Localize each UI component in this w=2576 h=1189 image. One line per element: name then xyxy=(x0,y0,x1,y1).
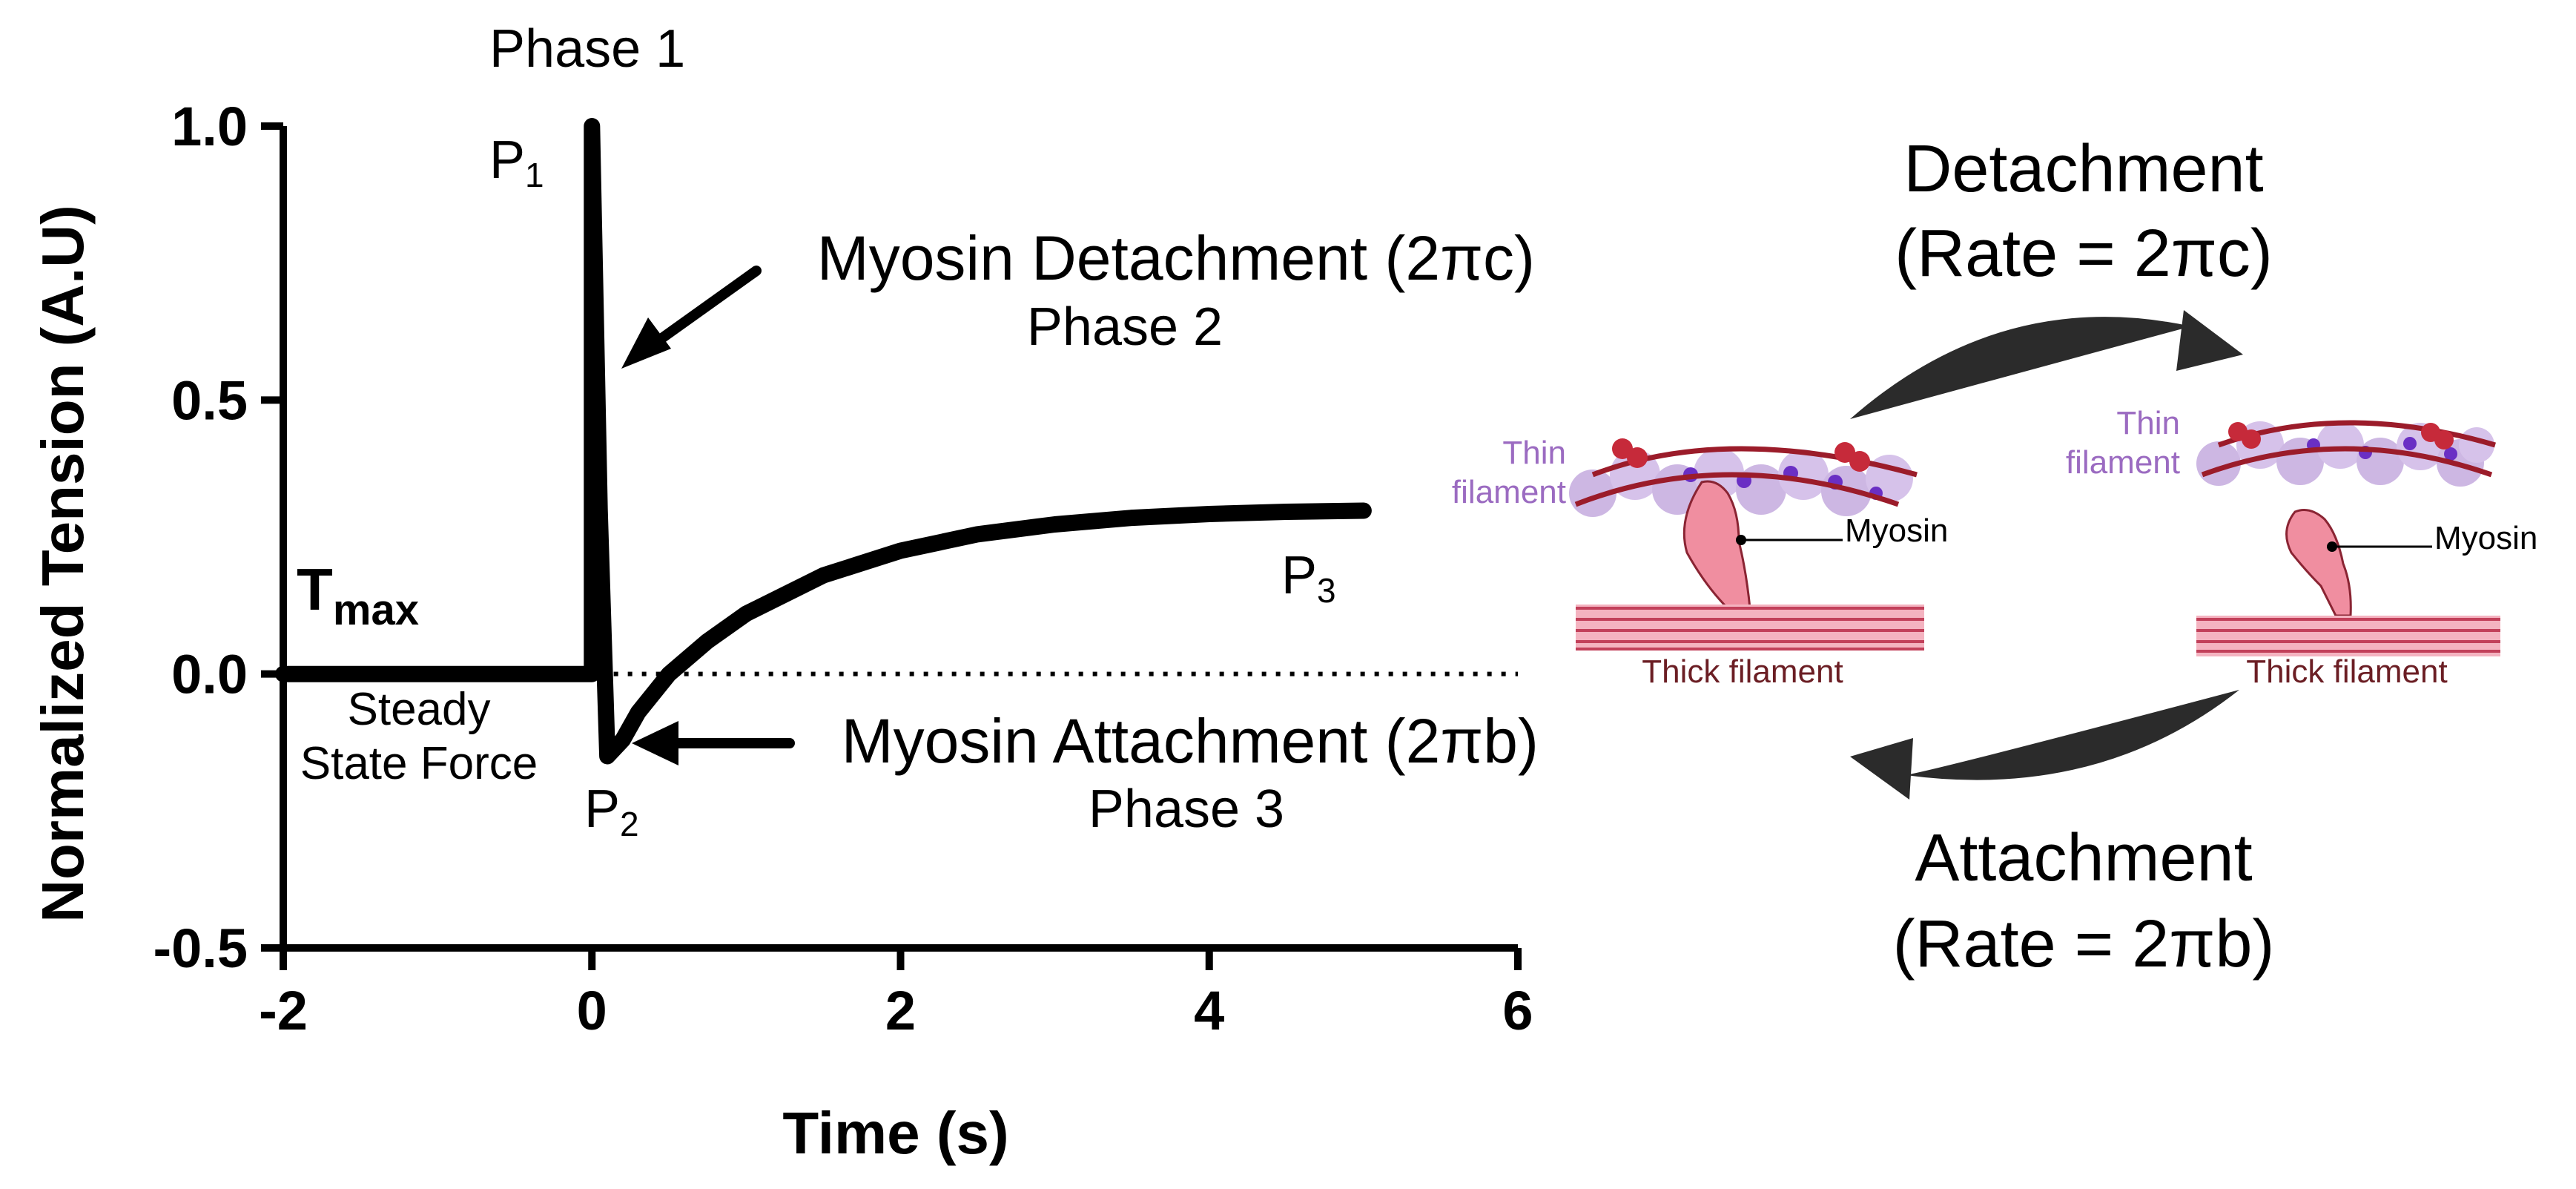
p3-label: P3 xyxy=(1281,546,1336,610)
attached-state-illustration: Thin filament Myosin Thick filament xyxy=(1452,435,1948,690)
attachment-annotation: Myosin Attachment (2πb) xyxy=(842,706,1539,776)
thick-label-left: Thick filament xyxy=(1642,653,1843,690)
y-tick-label: 1.0 xyxy=(171,96,248,157)
myosin-label-right: Myosin xyxy=(2434,520,2537,556)
tmax-label: Tmax xyxy=(297,556,419,634)
steady-state-line2: State Force xyxy=(300,738,538,789)
detachment-rate: (Rate = 2πc) xyxy=(1895,217,2273,291)
detachment-cycle-arrow xyxy=(1850,310,2243,419)
y-tick-label: -0.5 xyxy=(153,918,248,979)
thin-label-right-1: Thin xyxy=(2116,405,2180,441)
x-axis-ticks: -2 0 2 4 6 xyxy=(259,948,1533,1041)
thin-filament-right xyxy=(2196,420,2496,487)
phase3-label: Phase 3 xyxy=(1089,780,1284,839)
myosin-label-left: Myosin xyxy=(1845,513,1948,549)
detached-state-illustration: Thin filament Myosin Thick filament xyxy=(2066,405,2537,690)
thick-filament-left xyxy=(1576,605,1924,651)
myosin-head-detached xyxy=(2285,509,2352,617)
x-axis-label: Time (s) xyxy=(782,1100,1008,1166)
y-axis-ticks: 1.0 0.5 0.0 -0.5 xyxy=(153,96,283,979)
tension-chart: 1.0 0.5 0.0 -0.5 -2 0 2 4 6 Normalized Tension … xyxy=(30,19,1539,1166)
x-tick-label: -2 xyxy=(259,980,308,1041)
y-tick-label: 0.5 xyxy=(171,369,248,431)
x-tick-label: 2 xyxy=(885,980,916,1041)
p1-label: P1 xyxy=(489,131,544,194)
steady-state-line1: Steady xyxy=(347,684,490,735)
p2-label: P2 xyxy=(584,780,639,843)
thin-label-left-1: Thin xyxy=(1502,435,1566,471)
detachment-arrow xyxy=(621,266,762,369)
crossbridge-cycle: Detachment (Rate = 2πc) Attachment (Rate… xyxy=(1452,132,2537,981)
phase1-label: Phase 1 xyxy=(489,19,685,79)
myosin-head-attached xyxy=(1682,480,1751,610)
y-tick-label: 0.0 xyxy=(171,644,248,705)
attachment-rate: (Rate = 2πb) xyxy=(1893,907,2275,981)
thin-filament-left xyxy=(1569,438,1918,517)
thin-label-right-2: filament xyxy=(2066,444,2180,481)
x-tick-label: 6 xyxy=(1502,980,1533,1041)
attachment-title: Attachment xyxy=(1915,821,2252,895)
phase2-label: Phase 2 xyxy=(1027,297,1223,357)
tension-trace xyxy=(275,118,1372,765)
attachment-arrow xyxy=(632,721,795,765)
y-axis-label: Normalized Tension (A.U) xyxy=(30,205,96,922)
detachment-annotation: Myosin Detachment (2πc) xyxy=(817,223,1535,293)
x-tick-label: 4 xyxy=(1194,980,1224,1041)
detachment-title: Detachment xyxy=(1903,132,2263,206)
thick-label-right: Thick filament xyxy=(2246,653,2447,690)
thin-label-left-2: filament xyxy=(1452,474,1566,510)
x-tick-label: 0 xyxy=(577,980,607,1041)
thick-filament-right xyxy=(2196,616,2500,656)
attachment-cycle-arrow xyxy=(1850,690,2239,800)
